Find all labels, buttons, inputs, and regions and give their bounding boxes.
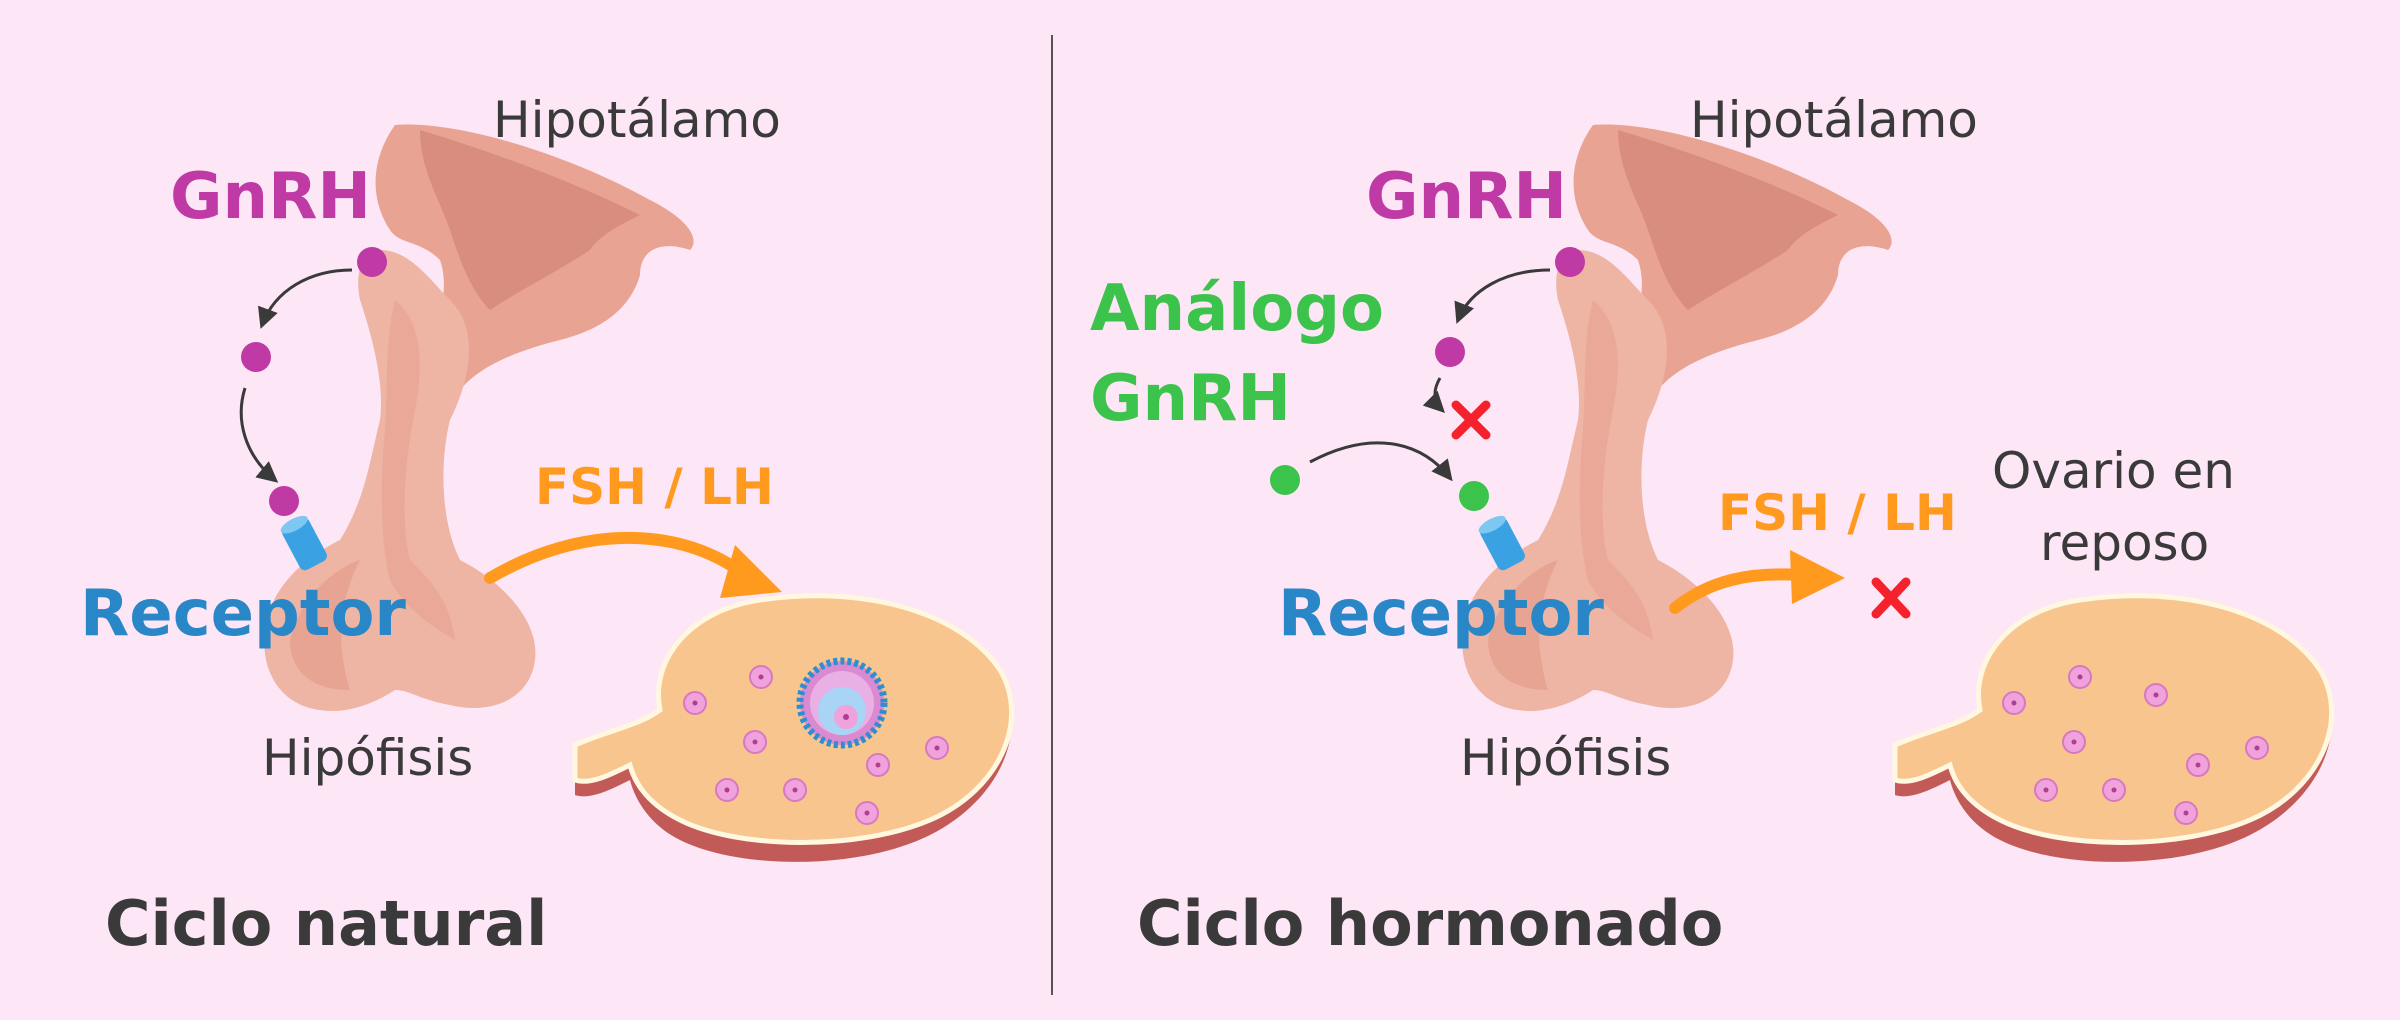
right-gnrh-molecule-source xyxy=(1555,247,1585,277)
left-hormone-arrow xyxy=(484,531,751,584)
left-gnrh-arrow-1 xyxy=(258,268,353,329)
left-receptor-label: Receptor xyxy=(80,577,406,651)
right-receptor-icon xyxy=(1478,515,1525,571)
right-hormones-label: FSH / LH xyxy=(1718,484,1957,542)
right-gnrh-molecule-2 xyxy=(1435,337,1465,367)
analog-molecule-bound xyxy=(1459,481,1489,511)
analog-label-line2: GnRH xyxy=(1090,362,1291,436)
analog-molecule-source xyxy=(1270,465,1300,495)
left-hormones-label: FSH / LH xyxy=(535,458,774,516)
left-gnrh-molecule-source xyxy=(357,247,387,277)
right-hormone-arrowhead xyxy=(1790,550,1845,604)
right-receptor-label: Receptor xyxy=(1278,577,1604,651)
left-caption: Ciclo natural xyxy=(105,887,547,960)
right-gnrh-arrow-1 xyxy=(1454,268,1551,324)
ovary-resting-label-line1: Ovario en xyxy=(1992,442,2235,500)
right-gnrh-blocked-icon xyxy=(1451,400,1491,440)
right-gnrh-arrow-2 xyxy=(1422,377,1445,413)
right-panel: Hipotálamo GnRH Análogo GnRH Receptor FS… xyxy=(1090,91,2332,960)
dominant-follicle xyxy=(796,657,888,749)
ovary-resting-label-line2: reposo xyxy=(2040,514,2209,572)
analog-arrow xyxy=(1309,441,1453,482)
right-hypothalamus-label: Hipotálamo xyxy=(1690,91,1978,149)
left-pituitary-label: Hipófisis xyxy=(262,729,473,787)
left-receptor-icon xyxy=(280,515,327,571)
right-ovary-illustration xyxy=(1895,596,2332,862)
right-caption: Ciclo hormonado xyxy=(1137,887,1723,960)
left-gnrh-molecule-3 xyxy=(269,486,299,516)
right-hormone-blocked-icon xyxy=(1871,577,1911,619)
right-hormone-arrow xyxy=(1669,568,1806,614)
left-gnrh-molecule-2 xyxy=(241,342,271,372)
left-hypothalamus-label: Hipotálamo xyxy=(493,91,781,149)
analog-label-line1: Análogo xyxy=(1090,272,1384,346)
right-gnrh-label: GnRH xyxy=(1366,160,1567,234)
right-pituitary-label: Hipófisis xyxy=(1460,729,1671,787)
left-hormone-arrowhead xyxy=(720,545,782,598)
left-gnrh-label: GnRH xyxy=(170,160,371,234)
left-ovary-illustration xyxy=(575,596,1012,862)
left-gnrh-arrow-2 xyxy=(239,387,279,483)
left-panel: Hipotálamo GnRH Receptor FSH / LH Hipófi… xyxy=(80,91,1012,960)
